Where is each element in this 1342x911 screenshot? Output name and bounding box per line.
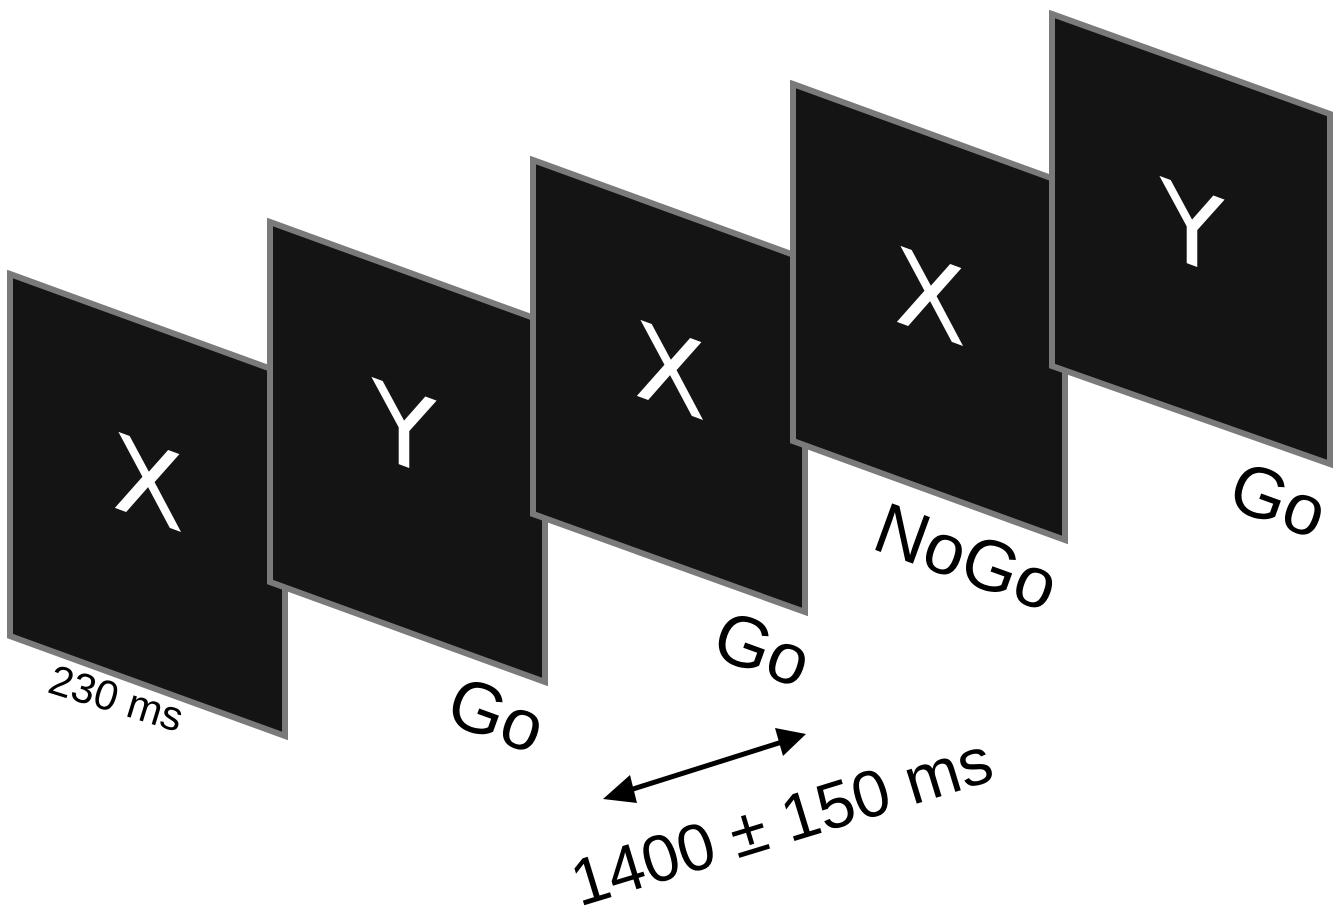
screen-2	[267, 217, 548, 687]
screen-1	[7, 269, 288, 741]
stimulus-panel-5: Y	[1049, 9, 1333, 469]
screen-3	[530, 155, 808, 617]
isi-label: 1400 ± 150 ms	[562, 722, 1001, 911]
screen-5	[1049, 9, 1333, 469]
screen-4	[790, 79, 1068, 545]
stimulus-panel-2: Y	[267, 217, 548, 687]
stimulus-letter-1: X	[112, 408, 185, 558]
arrow-head-left	[603, 775, 637, 803]
stimulus-letter-5: Y	[1159, 154, 1226, 302]
stimulus-panel-1: X	[7, 269, 288, 741]
stimulus-letter-3: X	[634, 296, 707, 446]
stimulus-panel-3: X	[530, 155, 808, 617]
isi-double-arrow	[603, 728, 806, 803]
stimulus-panel-4: X	[790, 79, 1068, 545]
stimulus-letter-4: X	[894, 222, 967, 372]
stimulus-letter-2: Y	[371, 355, 438, 503]
arrow-head-right	[775, 728, 806, 756]
